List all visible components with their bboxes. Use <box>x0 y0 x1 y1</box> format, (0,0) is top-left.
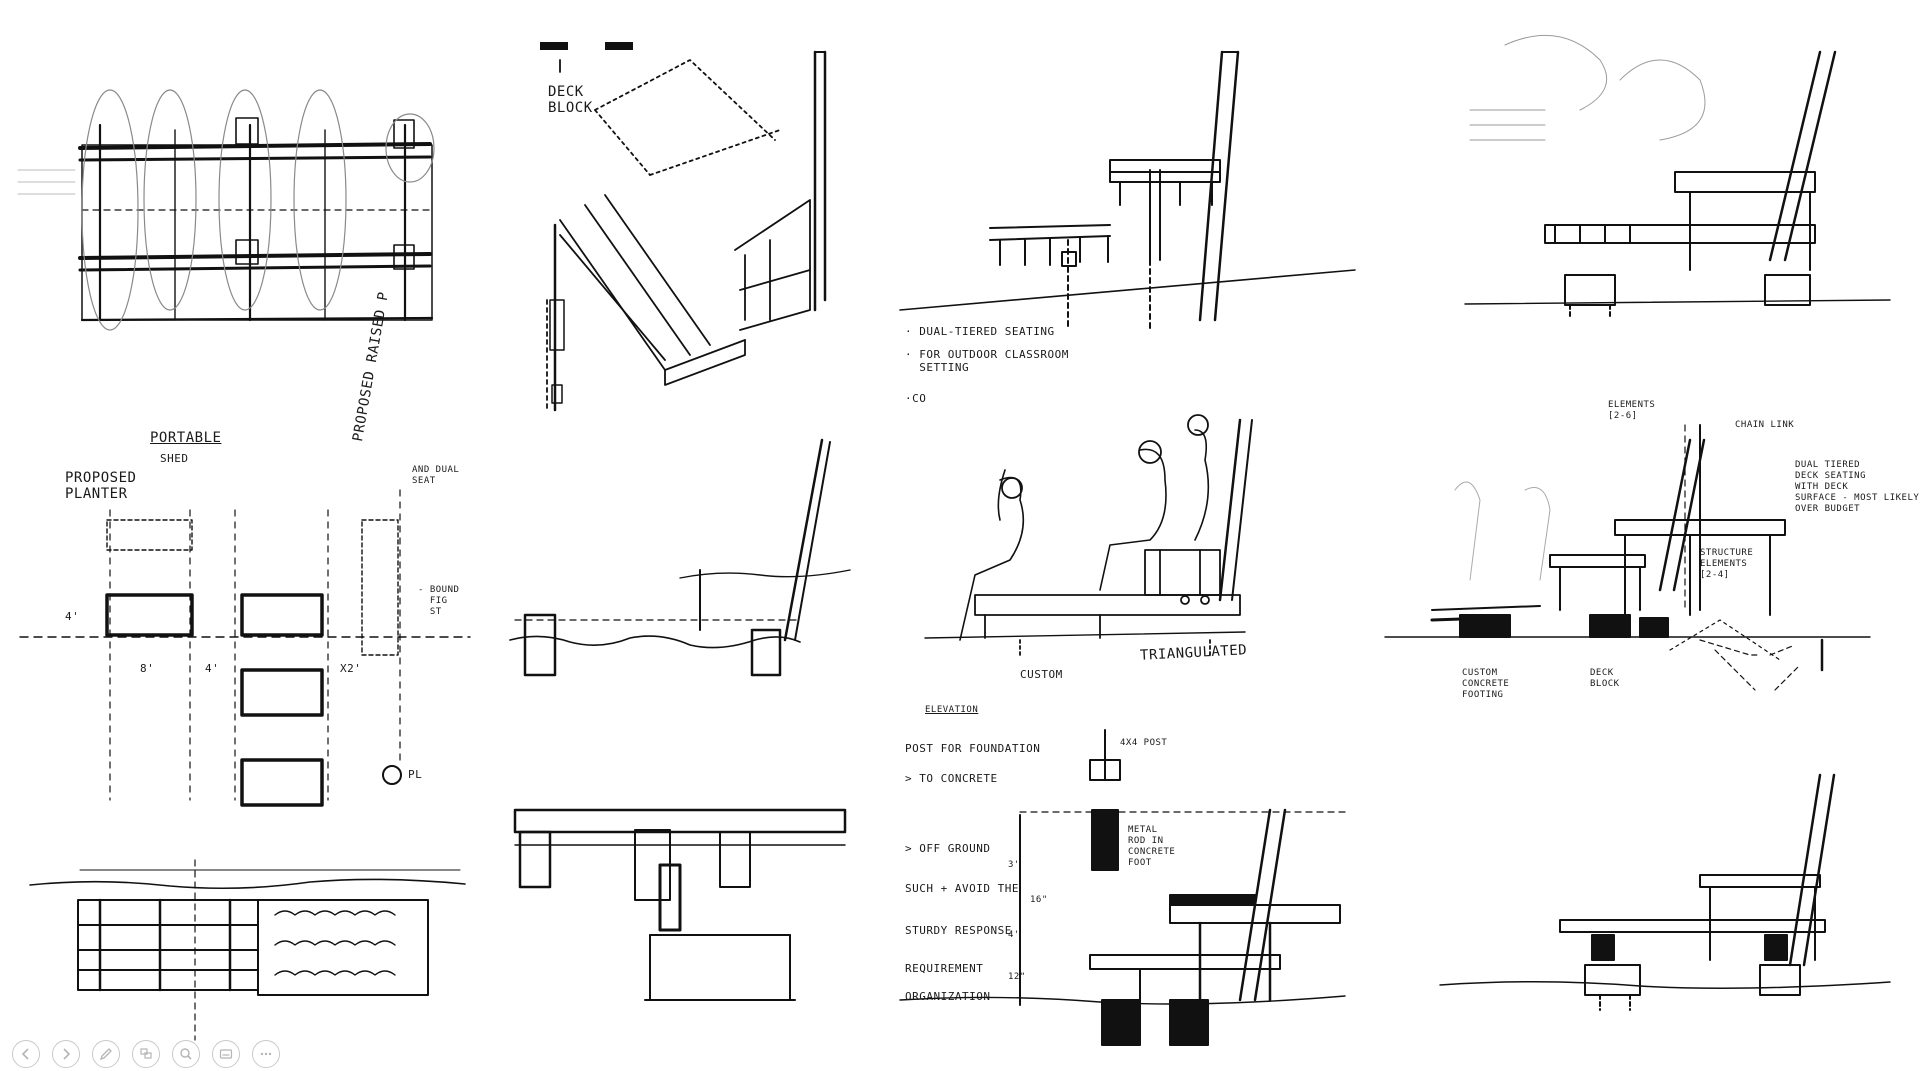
zoom-button[interactable] <box>172 1040 200 1068</box>
more-button[interactable] <box>252 1040 280 1068</box>
label-dim-4b: 4' <box>65 610 80 623</box>
label-structure-elements: Structure Elements [2-4] <box>1700 548 1754 580</box>
sketch-detail-footing <box>509 438 851 677</box>
subtitles-icon <box>219 1049 233 1059</box>
label-metal-rod: Metal Rod in Concrete Foot <box>1128 825 1176 868</box>
label-requirement: Requirement <box>905 962 984 975</box>
label-chain-link: Chain Link <box>1735 420 1795 430</box>
label-post-4x4: 4x4 Post <box>1120 738 1168 748</box>
previous-button[interactable] <box>12 1040 40 1068</box>
sketch-site-plan <box>19 489 471 807</box>
label-to-concrete: > to Concrete <box>905 772 998 785</box>
magnifier-icon <box>180 1048 192 1060</box>
sketch-plan-frame <box>17 89 435 331</box>
label-custom: Custom <box>1020 668 1063 681</box>
label-dim-4: 4' <box>205 662 220 675</box>
sketch-joint-detail <box>513 808 847 1001</box>
label-dim-ht: 4' <box>1008 930 1020 940</box>
sketch-section-seat <box>899 50 1356 331</box>
pen-button[interactable] <box>92 1040 120 1068</box>
label-pl: Pl <box>408 768 423 781</box>
label-outdoor-classroom: · For Outdoor Classroom Setting <box>905 348 1069 374</box>
sketch-planter-elevation <box>29 859 466 1041</box>
sketch-elevation-context <box>1464 34 1891 319</box>
label-post-foundation: Post for Foundation <box>905 742 1041 755</box>
sketch-axon-bench <box>540 42 827 412</box>
label-dim-8: 8' <box>140 662 155 675</box>
chevron-left-icon <box>21 1048 29 1060</box>
label-dim-12: 12" <box>1008 972 1026 982</box>
label-sturdy: Sturdy Response <box>905 924 1012 937</box>
label-shed: Shed <box>160 452 189 465</box>
sketch-foundation-section <box>899 729 1346 1046</box>
label-dual-tiered: · Dual-Tiered Seating <box>905 325 1055 338</box>
more-icon <box>260 1052 272 1056</box>
label-dual-tiered-deck: Dual Tiered Deck Seating With Deck Surfa… <box>1795 460 1920 514</box>
sketch-annotated-elevation <box>1384 424 1871 691</box>
label-deck-block: Deck Block <box>548 84 593 116</box>
label-deck-block-2: Deck Block <box>1590 668 1620 689</box>
label-and-dual: and Dual seat <box>412 465 460 486</box>
label-off-ground: > Off Ground <box>905 842 991 855</box>
pen-icon <box>99 1048 112 1061</box>
slides-button[interactable] <box>132 1040 160 1068</box>
label-co: ·Co <box>905 392 927 405</box>
label-such-avoid: Such + Avoid the <box>905 882 1019 895</box>
label-elements-top: Elements [2-6] <box>1608 400 1656 421</box>
label-dim-x2: x2' <box>340 662 362 675</box>
label-organization: Organization <box>905 990 991 1003</box>
label-bound: - Bound Fig st <box>418 585 460 617</box>
label-portable: Portable <box>150 430 222 446</box>
sketch-people-perspective <box>924 414 1253 656</box>
sketch-simple-elevation <box>1439 619 1891 1011</box>
label-dim-16: 16" <box>1030 895 1048 905</box>
subtitles-button[interactable] <box>212 1040 240 1068</box>
label-custom-concrete: Custom Concrete Footing <box>1462 668 1510 700</box>
slides-icon <box>140 1048 152 1059</box>
label-proposed-planter: Proposed Planter <box>65 470 137 502</box>
presentation-toolbar <box>12 1038 280 1070</box>
chevron-right-icon <box>63 1048 71 1060</box>
next-button[interactable] <box>52 1040 80 1068</box>
label-dim-3: 3' <box>1008 860 1020 870</box>
label-elevation: Elevation <box>925 705 979 715</box>
